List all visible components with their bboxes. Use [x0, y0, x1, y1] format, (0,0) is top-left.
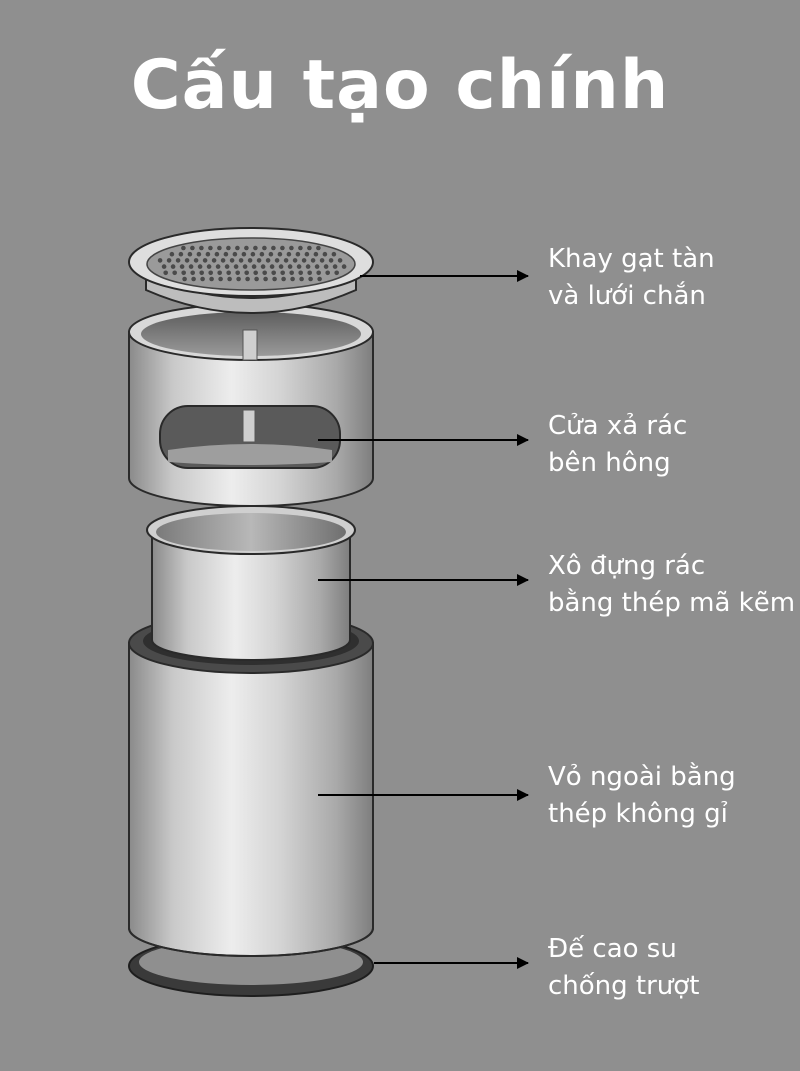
leader-lines — [318, 270, 529, 969]
label-base: Đế cao su chống trượt — [548, 931, 699, 1005]
label-line: bằng thép mã kẽm — [548, 588, 796, 618]
ashtray-mesh-icon — [128, 227, 374, 314]
label-shell: Vỏ ngoài bằng thép không gỉ — [548, 759, 736, 833]
label-bucket: Xô đựng rác bằng thép mã kẽm — [548, 548, 795, 622]
label-line: bên hông — [548, 448, 671, 478]
outer-shell-icon — [128, 612, 374, 957]
label-line: và lưới chắn — [548, 281, 706, 311]
label-line: Xô đựng rác — [548, 551, 706, 581]
mesh-holes — [157, 245, 347, 282]
label-line: thép không gỉ — [548, 799, 728, 829]
label-line: Khay gạt tàn — [548, 244, 715, 274]
label-line: chống trượt — [548, 971, 700, 1001]
side-opening-icon — [128, 303, 374, 507]
label-line: Đế cao su — [548, 934, 677, 964]
label-line: Vỏ ngoài bằng — [548, 762, 736, 792]
label-side-door: Cửa xả rác bên hông — [548, 408, 687, 482]
diagram-title: Cấu tạo chính — [130, 46, 670, 125]
inner-bucket-icon — [146, 505, 356, 661]
label-ashtray: Khay gạt tàn và lưới chắn — [548, 241, 715, 315]
label-line: Cửa xả rác — [548, 411, 688, 441]
